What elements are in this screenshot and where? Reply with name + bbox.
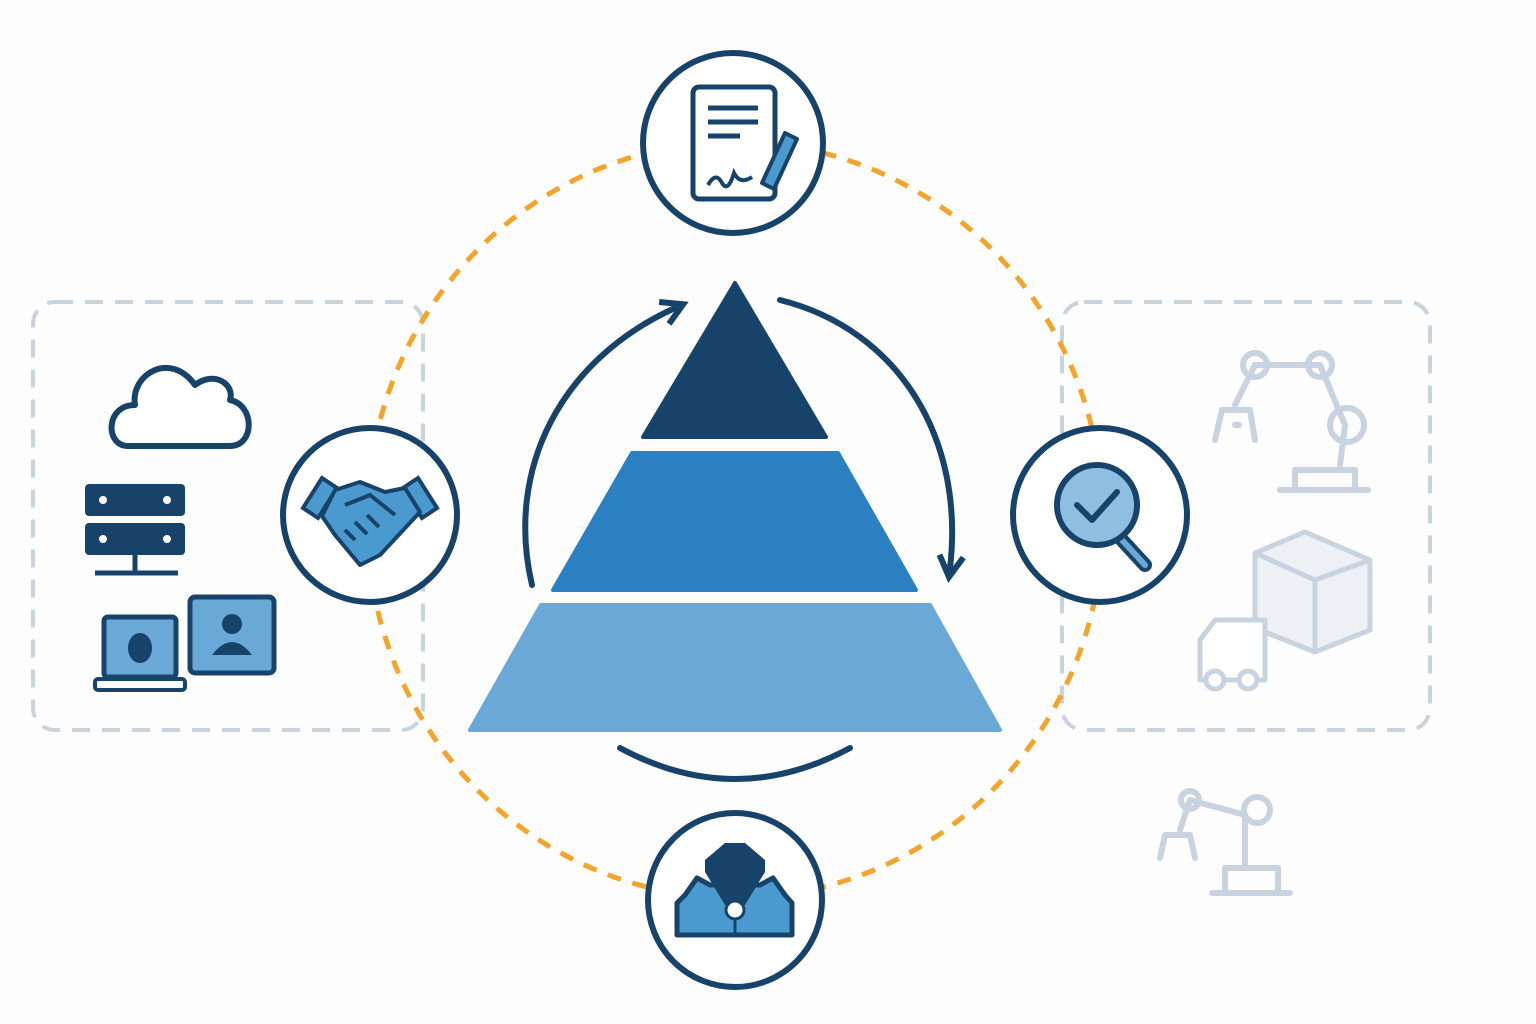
contract-node bbox=[640, 50, 826, 236]
inbox-tray-icon bbox=[674, 843, 795, 938]
arrow-left-arc bbox=[522, 299, 689, 588]
monitor-user-icon bbox=[187, 594, 277, 676]
search-check-icon bbox=[1054, 462, 1152, 572]
server-icon bbox=[85, 484, 185, 576]
robot-arm-small-icon bbox=[1157, 788, 1293, 896]
pyramid-top-tier bbox=[641, 281, 828, 439]
review-node bbox=[1010, 425, 1190, 605]
cloud-icon bbox=[108, 364, 252, 449]
delivery-node bbox=[645, 810, 825, 990]
pyramid-bottom-tier bbox=[468, 603, 1002, 732]
handshake-icon bbox=[300, 475, 440, 567]
pyramid-middle-tier bbox=[551, 451, 918, 592]
robot-arm-icon bbox=[1212, 350, 1371, 493]
arrow-right-arc bbox=[777, 297, 966, 583]
laptop-user-icon bbox=[93, 614, 187, 692]
arrow-bottom-arc bbox=[617, 745, 853, 782]
contract-signing-icon bbox=[690, 84, 799, 202]
delivery-box-truck-icon bbox=[1197, 529, 1373, 692]
pyramid bbox=[468, 281, 1002, 732]
partnership-node bbox=[280, 425, 460, 605]
